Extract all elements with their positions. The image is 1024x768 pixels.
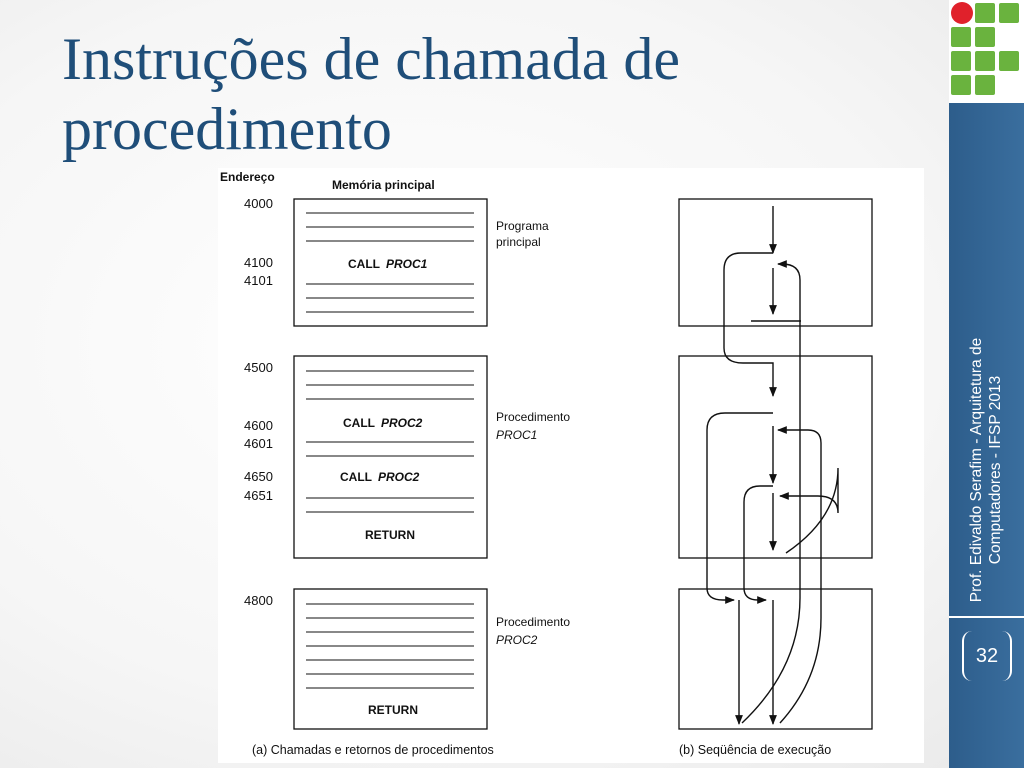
- memory-header: Memória principal: [332, 178, 435, 192]
- caption-b: (b) Seqüência de execução: [679, 743, 831, 757]
- memory-block-main: CALL PROC1: [293, 198, 488, 327]
- address-4600: 4600: [244, 418, 273, 433]
- call-keyword: CALL: [343, 416, 375, 430]
- block-sub-proc1: PROC1: [496, 428, 537, 442]
- execution-sequence: [678, 198, 873, 730]
- call-target-proc2: PROC2: [378, 470, 420, 484]
- address-header: Endereço: [220, 170, 275, 184]
- call-target-proc1: PROC1: [386, 257, 428, 271]
- return-instruction: RETURN: [368, 703, 418, 717]
- institution-logo: [949, 0, 1024, 103]
- call-target-proc2: PROC2: [381, 416, 423, 430]
- logo-square: [951, 51, 971, 71]
- exec-frame-proc1: [678, 355, 873, 559]
- procedure-call-figure: Endereço Memória principal 4000 4100 410…: [218, 168, 924, 763]
- exec-frame-main: [678, 198, 873, 327]
- block-label-proc1: Procedimento: [496, 410, 570, 424]
- logo-red-dot: [951, 2, 973, 24]
- block-sub-proc2: PROC2: [496, 633, 538, 647]
- address-4651: 4651: [244, 488, 273, 503]
- call-keyword: CALL: [348, 257, 380, 271]
- address-4650: 4650: [244, 469, 273, 484]
- address-4601: 4601: [244, 436, 273, 451]
- logo-square: [975, 75, 995, 95]
- logo-square: [975, 51, 995, 71]
- call-keyword: CALL: [340, 470, 372, 484]
- block-sub-main: principal: [496, 235, 541, 249]
- logo-square: [951, 27, 971, 47]
- footer-text: Prof. Edivaldo Serafim - Arquitetura de …: [968, 337, 1004, 603]
- address-4101: 4101: [244, 273, 273, 288]
- logo-square: [975, 3, 995, 23]
- logo-square: [999, 3, 1019, 23]
- exec-frame-proc2: [678, 588, 873, 730]
- diagram: Endereço Memória principal 4000 4100 410…: [220, 170, 873, 757]
- memory-block-proc1: CALL PROC2 CALL PROC2 RETURN: [293, 355, 488, 559]
- address-4100: 4100: [244, 255, 273, 270]
- block-label-main: Programa: [496, 219, 549, 233]
- memory-block-proc2: RETURN: [293, 588, 488, 730]
- block-label-proc2: Procedimento: [496, 615, 570, 629]
- slide-title: Instruções de chamada de procedimento: [62, 26, 681, 162]
- logo-grid-icon: [951, 2, 1019, 95]
- logo-square: [999, 51, 1019, 71]
- address-4000: 4000: [244, 196, 273, 211]
- return-instruction: RETURN: [365, 528, 415, 542]
- logo-square: [975, 27, 995, 47]
- logo-square: [951, 75, 971, 95]
- caption-a: (a) Chamadas e retornos de procedimentos: [252, 743, 494, 757]
- address-4800: 4800: [244, 593, 273, 608]
- address-4500: 4500: [244, 360, 273, 375]
- sidebar-divider: [949, 616, 1024, 618]
- slide-number: 32: [962, 631, 1012, 681]
